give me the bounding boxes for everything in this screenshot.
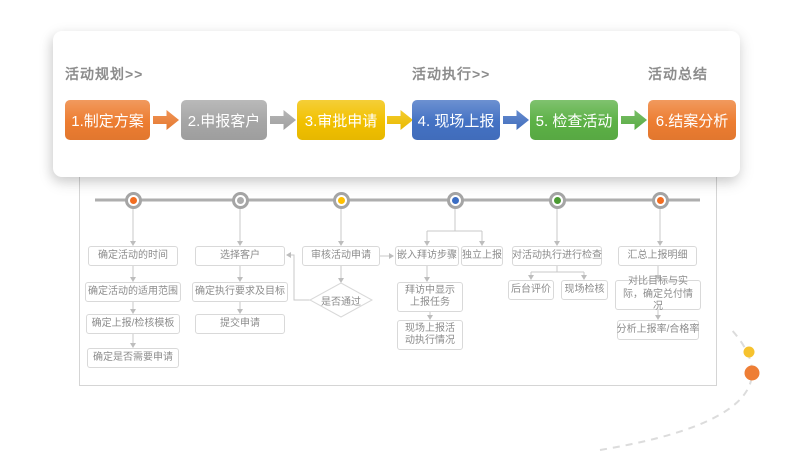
decision-diamond-label: 是否通过 [321,296,361,308]
timeline-node-3 [333,192,350,209]
timeline-node-1 [125,192,142,209]
step-arrow-5 [621,110,647,130]
step-box-5: 5. 检查活动 [530,100,618,140]
flow-box-check-execution: 对活动执行进行检查 [512,246,602,266]
flow-box-report-template: 确定上报/检核模板 [86,314,180,334]
timeline-node-5-dot [554,197,561,204]
flow-box-show-task: 拜访中显示上报任务 [397,282,463,312]
step-box-4: 4. 现场上报 [412,100,500,140]
flow-box-submit-application: 提交申请 [195,314,285,334]
timeline-node-4-dot [452,197,459,204]
flow-box-analyze-rates: 分析上报率/合格率 [617,320,699,340]
flow-box-activity-scope: 确定活动的适用范围 [85,282,181,302]
phase-label-execution: 活动执行>> [412,66,491,82]
timeline-node-6-dot [657,197,664,204]
step-box-1: 1.制定方案 [65,100,150,140]
step-box-3: 3.审批申请 [297,100,385,140]
phase-label-planning: 活动规划>> [65,66,144,82]
timeline-node-4 [447,192,464,209]
step-arrow-1 [153,110,179,130]
flow-box-summary-details: 汇总上报明细 [618,246,697,266]
flow-box-need-application: 确定是否需要申请 [87,348,179,368]
flow-box-select-customer: 选择客户 [195,246,285,266]
step-arrow-4 [503,110,529,130]
flow-box-compare-targets: 对比目标与实际，确定兑付情况 [615,276,701,312]
flow-box-onsite-report: 现场上报活动执行情况 [397,320,463,350]
flow-box-onsite-check: 现场检核 [561,280,608,300]
flow-box-backend-eval: 后台评价 [508,280,554,300]
step-arrow-3 [387,110,413,130]
yellow-dot [743,346,755,358]
phase-label-summary: 活动总结 [648,66,708,82]
step-arrow-2 [270,110,296,130]
flow-box-independent-report: 独立上报 [461,246,503,266]
flow-box-embed-visit: 嵌入拜访步骤 [395,246,459,266]
timeline-node-1-dot [130,197,137,204]
step-box-2: 2.申报客户 [181,100,267,140]
orange-dot [744,365,760,381]
timeline-node-2 [232,192,249,209]
step-box-6: 6.结案分析 [648,100,736,140]
flow-box-review-application: 审核活动申请 [302,246,380,266]
timeline-node-2-dot [237,197,244,204]
timeline-node-6 [652,192,669,209]
process-steps-card: 活动规划>> 活动执行>> 活动总结 1.制定方案 2.申报客户 3.审批申请 … [53,31,740,177]
flow-box-exec-requirements: 确定执行要求及目标 [192,282,288,302]
timeline-node-5 [549,192,566,209]
flow-box-activity-time: 确定活动的时间 [88,246,178,266]
timeline-node-3-dot [338,197,345,204]
